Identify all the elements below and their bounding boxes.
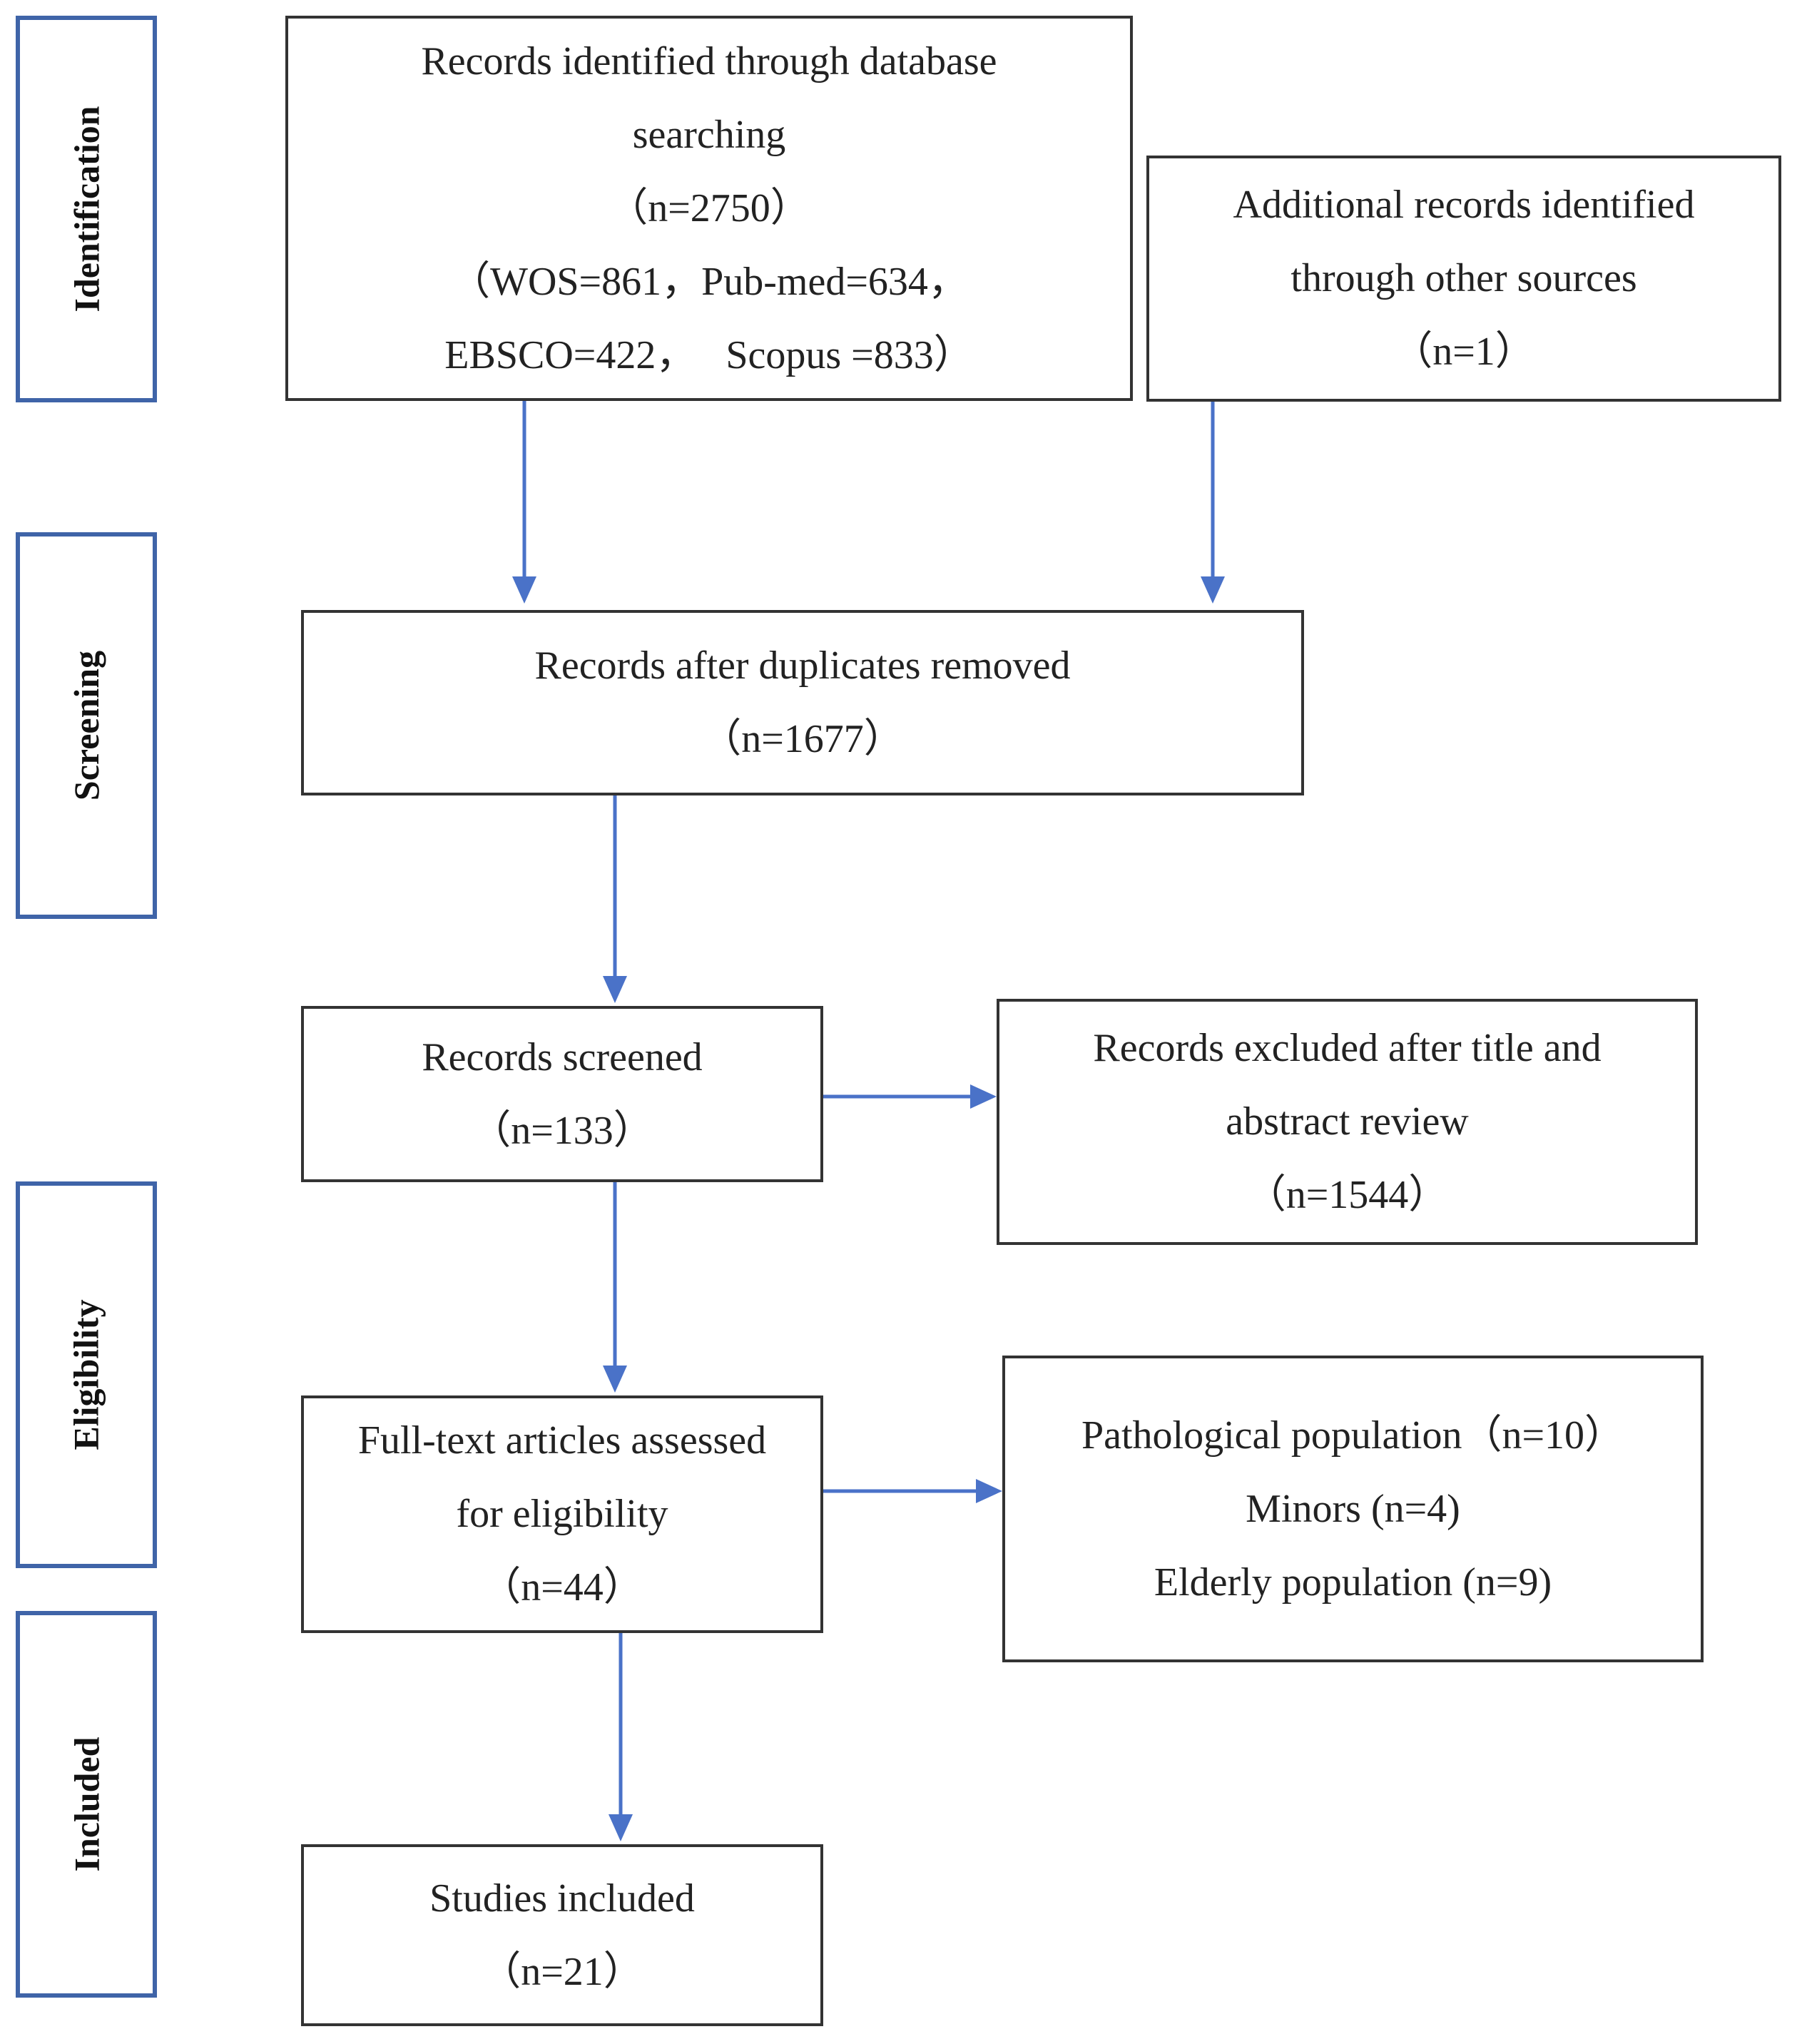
box-line: Elderly population (n=9) [1154, 1560, 1552, 1605]
box-line: abstract review [1226, 1099, 1469, 1144]
box-line: （n=21） [481, 1949, 643, 1994]
stage-eligibility: Eligibility [16, 1181, 157, 1568]
box-line: Records after duplicates removed [534, 644, 1071, 688]
box-line: Records identified through database [421, 39, 997, 83]
box-line: EBSCO=422， Scopus =833） [444, 332, 974, 377]
box-line: Pathological population（n=10） [1081, 1413, 1625, 1458]
box-line: Full-text articles assessed [357, 1418, 767, 1463]
studies-included-box: Studies included （n=21） [301, 1844, 823, 2026]
box-line: Additional records identified [1233, 183, 1695, 227]
box-line: Minors (n=4) [1246, 1486, 1460, 1531]
box-line: （n=1） [1393, 330, 1535, 374]
stage-included: Included [16, 1611, 157, 1998]
arrowhead [976, 1479, 1002, 1503]
box-line: （n=1677） [701, 717, 904, 761]
box-line: （n=2750） [608, 185, 810, 230]
other-sources-box: Additional records identified through ot… [1146, 156, 1781, 402]
box-line: （n=133） [471, 1108, 653, 1153]
box-line: Studies included [429, 1876, 695, 1921]
arrowhead [512, 576, 536, 604]
stage-identification: Identification [16, 16, 157, 402]
box-line: （n=44） [481, 1565, 643, 1610]
box-line: searching [632, 112, 786, 157]
arrowhead [1201, 576, 1225, 604]
records-screened-box: Records screened （n=133） [301, 1006, 823, 1182]
arrowhead [603, 1366, 627, 1393]
stage-screening: Screening [16, 532, 157, 919]
arrowhead [970, 1084, 997, 1109]
box-line: （WOS=861，Pub-med=634， [450, 259, 968, 304]
database-search-box: Records identified through database sear… [285, 16, 1133, 401]
box-line: Records screened [422, 1034, 703, 1079]
box-line: through other sources [1291, 256, 1637, 300]
duplicates-removed-box: Records after duplicates removed （n=1677… [301, 610, 1304, 795]
arrowhead [609, 1814, 633, 1841]
box-line: Records excluded after title and [1093, 1026, 1602, 1070]
fulltext-assessed-box: Full-text articles assessed for eligibil… [301, 1395, 823, 1633]
arrowhead [603, 976, 627, 1003]
fulltext-excluded-box: Pathological population（n=10） Minors (n=… [1002, 1356, 1704, 1662]
records-excluded-box: Records excluded after title and abstrac… [997, 999, 1698, 1245]
box-line: （n=1544） [1246, 1173, 1449, 1217]
box-line: for eligibility [456, 1492, 668, 1536]
